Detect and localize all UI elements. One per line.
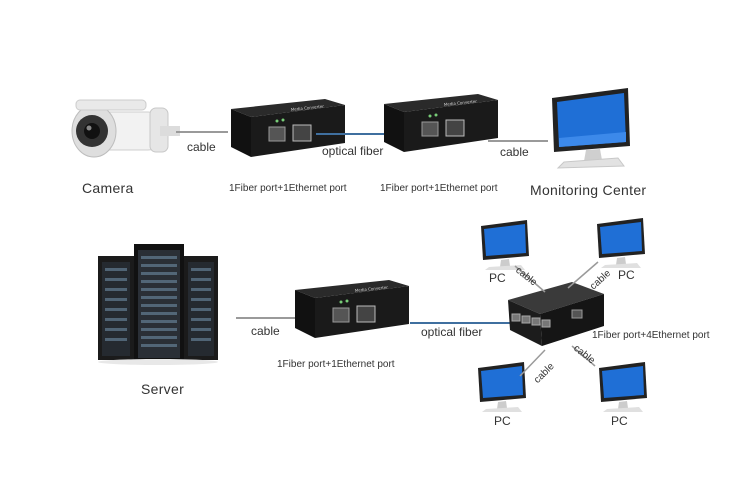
switch-label: 1Fiber port+4Ethernet port: [592, 330, 710, 341]
converter-label-bottom: 1Fiber port+1Ethernet port: [277, 359, 395, 370]
media-converter-icon: Media Converter: [295, 280, 409, 338]
optical-fiber-label-bottom: optical fiber: [421, 325, 483, 339]
svg-text:Media Converter: Media Converter: [291, 104, 325, 112]
media-converter-icon: Media Converter: [384, 94, 498, 152]
pc-cable-line-4: [571, 345, 596, 367]
optical-fiber-label-top: optical fiber: [322, 144, 384, 158]
cable-label-top-left: cable: [187, 140, 216, 154]
pc-cable-line-1: [514, 265, 546, 293]
server-label: Server: [141, 381, 185, 397]
optical-fiber-line-bottom: [410, 322, 510, 324]
pc-monitor-icon: [599, 362, 647, 412]
cable-line-monitor: [488, 140, 548, 142]
pc-label-4: PC: [611, 414, 628, 428]
pc-label-2: PC: [618, 268, 635, 282]
pc-cable-line-3: [519, 349, 546, 377]
optical-fiber-line-top: [316, 133, 388, 135]
cable-label-bottom-left: cable: [251, 324, 280, 338]
converter-label-top-left: 1Fiber port+1Ethernet port: [229, 183, 347, 194]
media-converter-icon: Media Converter: [231, 99, 345, 157]
pc-monitor-icon: [597, 218, 645, 268]
monitoring-center-label: Monitoring Center: [530, 182, 647, 198]
cable-line-camera: [176, 131, 228, 133]
pc-cable-line-2: [567, 261, 599, 289]
cable-line-server: [236, 317, 296, 319]
camera-icon: [71, 99, 180, 158]
pc-monitor-icon: [481, 220, 529, 270]
camera-label: Camera: [82, 180, 134, 196]
cable-label-top-right: cable: [500, 145, 529, 159]
pc-label-1: PC: [489, 271, 506, 285]
pc-monitor-icon: [478, 362, 526, 412]
server-icon: [98, 244, 218, 365]
pc-label-3: PC: [494, 414, 511, 428]
monitor-icon: [552, 88, 630, 169]
converter-label-top-right: 1Fiber port+1Ethernet port: [380, 183, 498, 194]
svg-text:Media Converter: Media Converter: [355, 285, 389, 293]
ethernet-switch-icon: [508, 282, 604, 346]
svg-text:Media Converter: Media Converter: [444, 99, 478, 107]
